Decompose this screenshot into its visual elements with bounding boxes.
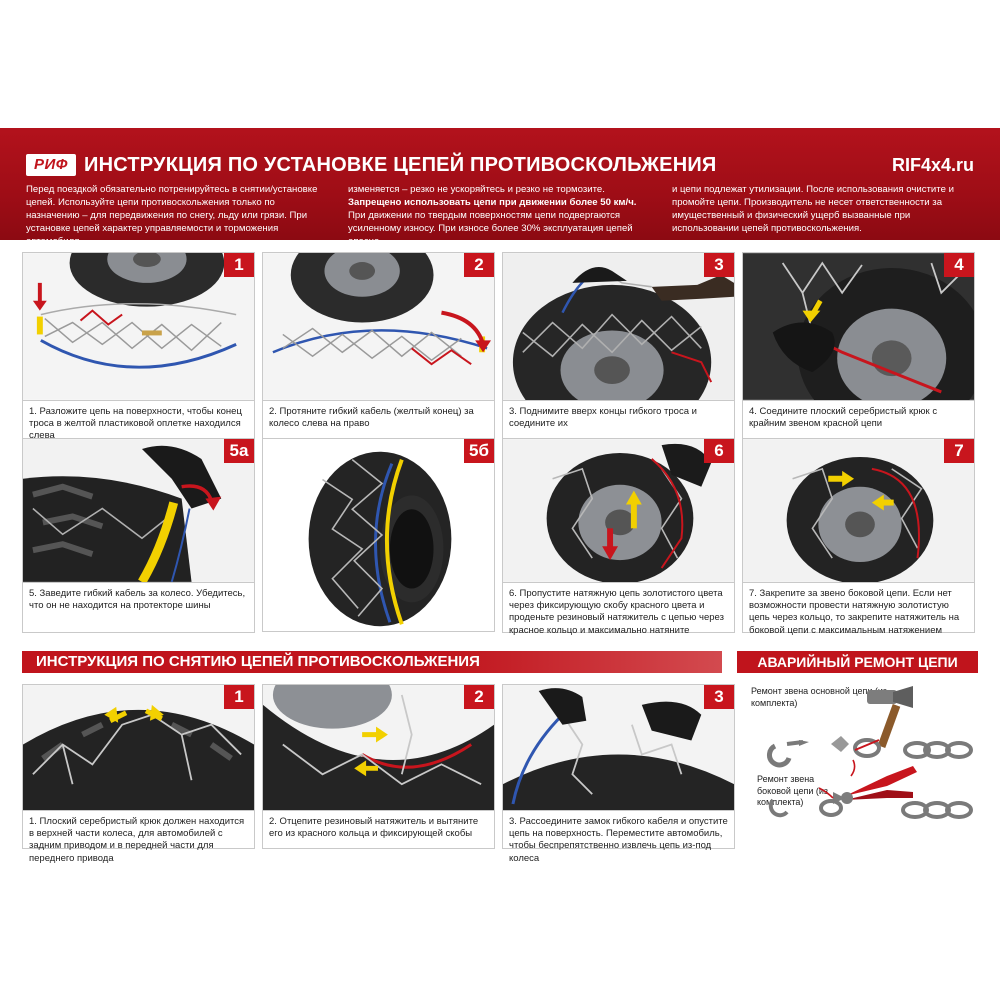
step-caption: 6. Пропустите натяжную цепь золотистого … — [509, 588, 724, 636]
step-number: 7 — [944, 439, 974, 463]
removal-section-title: ИНСТРУКЦИЯ ПО СНЯТИЮ ЦЕПЕЙ ПРОТИВОСКОЛЬЖ… — [22, 651, 722, 673]
install-step-6: 6 6. Пропустите натяжную цепь золотистог… — [502, 438, 735, 636]
step-caption: 7. Закрепите за звено боковой цепи. Если… — [749, 588, 960, 636]
step-number: 4 — [944, 253, 974, 277]
site-link[interactable]: RIF4x4.ru — [891, 155, 974, 175]
step-caption: 2. Отцепите резиновый натяжитель и вытян… — [269, 816, 479, 840]
speed-warning: Запрещено использовать цепи при движении… — [348, 197, 637, 208]
step-caption: 3. Поднимите вверх концы гибкого троса и… — [509, 406, 697, 430]
install-step-4: 4 4. Соедините плоский серебристый крюк … — [742, 252, 975, 439]
header-banner: РИФ ИНСТРУКЦИЯ ПО УСТАНОВКЕ ЦЕПЕЙ ПРОТИВ… — [0, 128, 1000, 247]
step-caption: 3. Рассоедините замок гибкого кабеля и о… — [509, 816, 728, 864]
page-title: ИНСТРУКЦИЯ ПО УСТАНОВКЕ ЦЕПЕЙ ПРОТИВОСКО… — [84, 154, 717, 176]
hammer-icon — [867, 686, 913, 749]
intro-text-col1: Перед поездкой обязательно потренируйтес… — [26, 184, 318, 247]
step-photo: 2 — [263, 253, 494, 401]
step-photo: 5а — [23, 439, 254, 583]
install-step-3: 3 3. Поднимите вверх концы гибкого троса… — [502, 252, 735, 439]
step-photo: 6 — [503, 439, 734, 583]
step-photo: 3 — [503, 685, 734, 811]
install-step-5a: 5а 5. Заведите гибкий кабель за колесо. … — [22, 438, 255, 633]
repair-section-title: АВАРИЙНЫЙ РЕМОНТ ЦЕПИ — [737, 651, 978, 673]
install-step-1: 1 1. Разложите цепь на поверхности, чтоб… — [22, 252, 255, 442]
step-number: 2 — [464, 685, 494, 709]
step-number: 6 — [704, 439, 734, 463]
repair-side-label: Ремонт звена боковой цепи (из комплекта) — [757, 774, 829, 807]
step-caption: 1. Разложите цепь на поверхности, чтобы … — [29, 406, 242, 442]
step-photo: 7 — [743, 439, 974, 583]
step-number: 1 — [224, 253, 254, 277]
repair-panel: Ремонт звена основной цепи (из комплекта… — [737, 680, 978, 842]
step-number: 3 — [704, 253, 734, 277]
install-step-7: 7 7. Закрепите за звено боковой цепи. Ес… — [742, 438, 975, 636]
repair-main-label: Ремонт звена основной цепи (из комплекта… — [751, 686, 888, 708]
intro-text-col2: изменяется – резко не ускоряйтесь и резк… — [348, 184, 637, 247]
step-number: 1 — [224, 685, 254, 709]
step-photo: 1 — [23, 253, 254, 401]
intro-text-col3: и цепи подлежат утилизации. После исполь… — [672, 184, 954, 234]
step-caption: 5. Заведите гибкий кабель за колесо. Убе… — [29, 588, 246, 612]
removal-step-1: 1 1. Плоский серебристый крюк должен нах… — [22, 684, 255, 864]
install-step-2: 2 2. Протяните гибкий кабель (желтый кон… — [262, 252, 495, 439]
brand-logo: РИФ — [26, 154, 76, 176]
step-photo: 4 — [743, 253, 974, 401]
step-number: 5б — [464, 439, 494, 463]
removal-step-3: 3 3. Рассоедините замок гибкого кабеля и… — [502, 684, 735, 864]
pliers-icon — [833, 766, 917, 804]
chain-link-icon — [767, 736, 881, 768]
step-caption: 4. Соедините плоский серебристый крюк с … — [749, 406, 938, 430]
step-photo: 2 — [263, 685, 494, 811]
step-number: 2 — [464, 253, 494, 277]
step-caption: 2. Протяните гибкий кабель (желтый конец… — [269, 406, 474, 430]
install-step-5b: 5б — [262, 438, 495, 632]
step-photo: 3 — [503, 253, 734, 401]
step-number: 3 — [704, 685, 734, 709]
step-caption: 1. Плоский серебристый крюк должен наход… — [29, 816, 245, 864]
arrow-icon — [818, 759, 856, 799]
step-photo: 5б — [263, 439, 494, 631]
step-photo: 1 — [23, 685, 254, 811]
removal-step-2: 2 2. Отцепите резиновый натяжитель и выт… — [262, 684, 495, 849]
step-number: 5а — [224, 439, 254, 463]
